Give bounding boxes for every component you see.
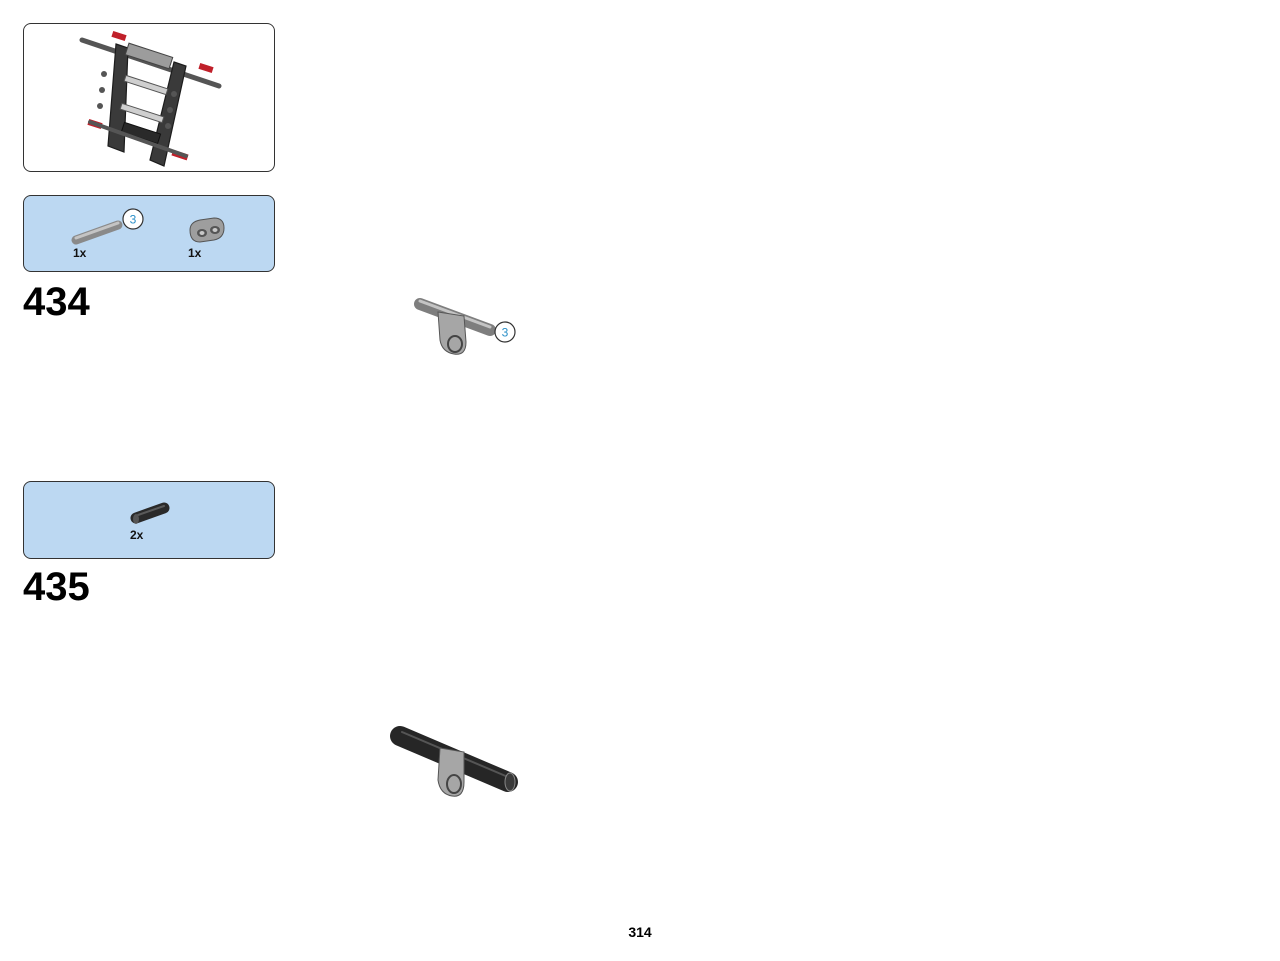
- part-quantity: 2x: [130, 528, 144, 542]
- gray-beam-connector-icon: [189, 217, 225, 243]
- page-number: 314: [628, 924, 652, 940]
- assembly-length-callout-text: 3: [502, 326, 509, 340]
- step-434-assembly-image: [414, 298, 496, 355]
- length-callout-icon: 3: [122, 208, 144, 230]
- assembly-length-callout-icon: 3: [494, 321, 516, 343]
- black-axle-pin-icon: [130, 502, 170, 524]
- gray-axle-icon: [71, 220, 123, 245]
- model-overview-image: [79, 30, 222, 167]
- part-quantity: 1x: [188, 246, 202, 260]
- step-435-assembly-image: [390, 726, 518, 797]
- length-callout-text: 3: [130, 213, 137, 227]
- step-435-parts-box: 2x: [23, 481, 275, 559]
- step-number-434: 434: [23, 280, 90, 324]
- step-number-435: 435: [23, 565, 90, 609]
- model-overview-box: [23, 23, 275, 172]
- part-quantity: 1x: [73, 246, 87, 260]
- step-434-parts-box: 3 1x 1x: [23, 195, 275, 272]
